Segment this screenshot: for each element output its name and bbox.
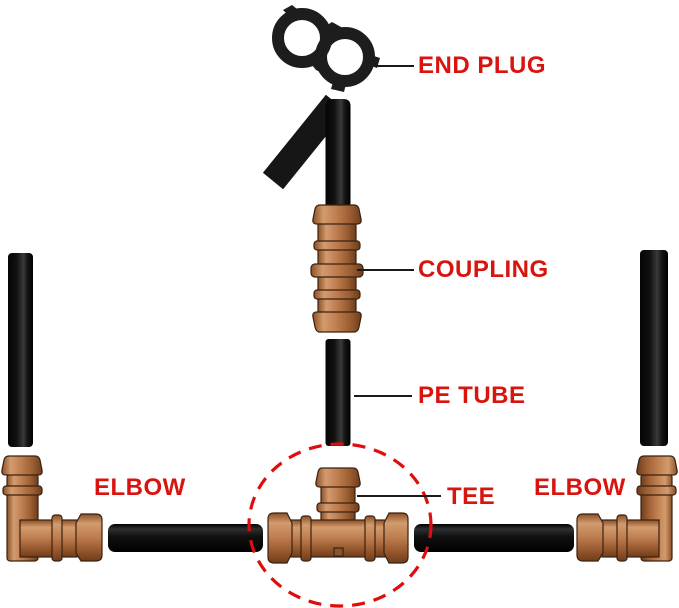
- tee-barb-left: [267, 512, 293, 564]
- tee-ridge-right: [364, 515, 376, 562]
- label-elbow-right: ELBOW: [534, 474, 626, 501]
- bent-tube-diagonal: [262, 94, 347, 190]
- bottom-tube-left: [108, 524, 263, 552]
- pe-tube-vertical: [325, 339, 351, 446]
- end-plug-illustration: [272, 5, 380, 92]
- bent-tube-vertical: [325, 99, 351, 205]
- label-pe-tube: PE TUBE: [418, 382, 526, 409]
- label-tee: TEE: [447, 483, 496, 510]
- label-coupling: COUPLING: [418, 256, 549, 283]
- bent-tube: [262, 94, 351, 205]
- coupling-collar: [310, 263, 364, 278]
- elbow-ridge-arm: [51, 514, 63, 562]
- elbow-flare-top: [1, 455, 43, 476]
- tee-notch: [333, 547, 344, 557]
- tee-ridge-vertical: [316, 502, 360, 513]
- elbow-barb-tip: [75, 513, 103, 562]
- coupling-ridge-top: [313, 240, 361, 251]
- tee-illustration: [267, 467, 409, 564]
- tee-highlight-circle: [247, 442, 433, 608]
- coupling-illustration: [310, 204, 364, 333]
- coupling-ridge-bottom: [313, 289, 361, 300]
- label-elbow-left: ELBOW: [94, 474, 186, 501]
- tee-barb-right: [383, 512, 409, 564]
- left-supply-tube: [8, 253, 33, 447]
- coupling-flare-bottom: [312, 311, 362, 333]
- end-plug-ring-right: [315, 27, 375, 87]
- elbow-ridge-vertical: [2, 485, 43, 496]
- label-end-plug: END PLUG: [418, 52, 547, 79]
- elbow-right-illustration: [576, 455, 678, 562]
- tee-flare-top: [315, 467, 361, 488]
- coupling-flare-top: [312, 204, 362, 225]
- bottom-tube-right: [414, 524, 574, 552]
- elbow-left-illustration: [1, 455, 103, 562]
- tee-ridge-left: [300, 515, 312, 562]
- elbow-arm: [19, 519, 78, 558]
- right-supply-tube: [640, 250, 668, 446]
